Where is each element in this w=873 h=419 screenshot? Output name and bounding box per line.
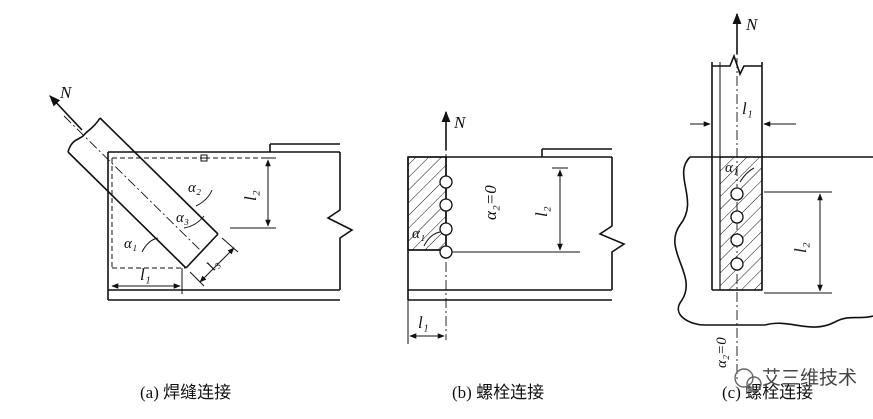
panel-c-alpha1-label: α₁ [725, 160, 738, 176]
panel-c-l1-label: l₁ [742, 99, 753, 118]
bolt [730, 233, 744, 247]
panel-b-l2-label: l₂ [532, 206, 551, 217]
panel-c-caption: (c) 螺栓连接 [722, 383, 813, 402]
panel-c-alpha1-arc [739, 167, 755, 183]
panel-a-alpha3-label: α₃ [176, 210, 189, 226]
bolt [730, 187, 744, 201]
bolt [439, 222, 453, 236]
panel-b-alpha1-label: α₁ [412, 226, 425, 242]
watermark: 艾三维技术 [734, 367, 857, 392]
panel-a-alpha3-arc [183, 215, 205, 229]
bolt [439, 245, 453, 259]
panel-b-l1-label: l₁ [418, 313, 429, 332]
bolt [730, 210, 744, 224]
panel-c-plate [674, 156, 873, 328]
panel-a-dim-l2 [230, 157, 276, 229]
panel-a-alpha1-label: α₁ [124, 236, 137, 252]
panel-c-bolts [730, 187, 744, 271]
panel-a-dim-l1 [111, 268, 183, 294]
bolt [439, 175, 453, 189]
panel-a-force-label: N [59, 83, 73, 102]
panel-b-dim-l2 [552, 167, 568, 251]
panel-c-l2-label: l₂ [791, 242, 810, 253]
panel-c-alpha2-label: α₂=0 [714, 337, 730, 368]
panel-a-caption: (a) 焊缝连接 [140, 383, 231, 402]
panel-b-caption: (b) 螺栓连接 [452, 383, 544, 402]
panel-a-diagonal-member [63, 115, 219, 269]
panel-a-welded: N α₂ α₃ α₁ l₂ l₁ l₃ (a) 焊缝连接 [49, 83, 354, 402]
panel-a-weld-box [111, 154, 268, 269]
panel-c-force-label: N [745, 15, 759, 34]
panel-b-dim-l1 [407, 300, 445, 344]
panel-b-force-label: N [453, 113, 467, 132]
panel-c-dim-l2 [764, 191, 832, 294]
panel-b-bolted: N α₂=0 α₁ l₂ l₁ (b) 螺栓连接 [407, 110, 626, 402]
panel-a-alpha2-arc [195, 189, 213, 207]
panel-c-bolted: N l₁ α₁ l₂ α₂=0 (c) 螺栓连接 [674, 12, 873, 402]
panel-a-dim-l3 [189, 237, 239, 287]
panel-a-force-arrow [49, 95, 83, 131]
bolt [439, 198, 453, 212]
panel-a-beam [107, 143, 354, 301]
panel-a-alpha1-arc [141, 237, 159, 253]
watermark-text: 艾三维技术 [762, 367, 857, 389]
panel-b-alpha1-arc [423, 231, 441, 247]
panel-b-alpha2-label: α₂=0 [481, 185, 500, 220]
panel-b-bolts [439, 175, 453, 259]
panel-a-l2-label: l₂ [241, 190, 260, 201]
wechat-icon [734, 368, 754, 388]
panel-a-l1-label: l₁ [140, 265, 151, 284]
panel-a-alpha2-label: α₂ [188, 180, 201, 196]
panel-c-member-hatch [719, 156, 763, 291]
bolt [730, 257, 744, 271]
panel-a-l3-label: l₃ [204, 257, 222, 274]
